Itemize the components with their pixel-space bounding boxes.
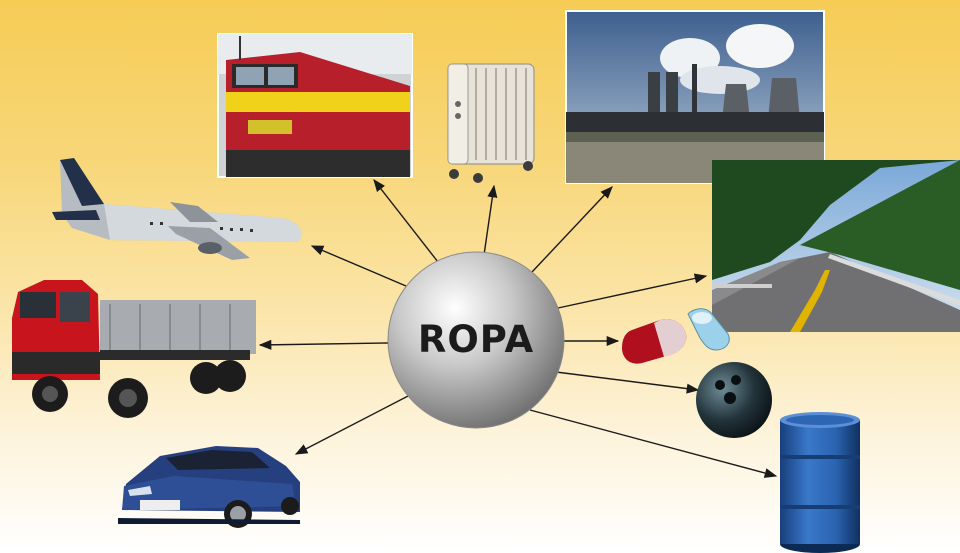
truck-icon xyxy=(12,280,256,418)
asphalt-road-photo xyxy=(712,160,960,332)
bowling-ball-icon xyxy=(696,362,772,438)
arrow-to-airplane xyxy=(310,245,407,287)
medicine-pills-icon xyxy=(622,308,730,364)
locomotive-icon xyxy=(217,33,413,178)
arrow-to-road xyxy=(557,273,708,309)
oil-radiator-icon xyxy=(447,63,535,183)
airplane-icon xyxy=(52,158,302,260)
arrow-to-train xyxy=(373,179,439,263)
power-plant-photo xyxy=(565,10,825,184)
car-icon xyxy=(118,446,300,528)
arrow-to-power-plant xyxy=(531,186,613,273)
arrow-to-car xyxy=(294,394,411,455)
arrow-to-truck xyxy=(258,339,389,350)
arrow-to-radiator xyxy=(483,184,498,256)
hub-sphere xyxy=(387,251,565,429)
arrow-to-barrel xyxy=(529,409,778,478)
arrow-to-bowling-ball xyxy=(555,371,700,394)
hub-label: ROPA xyxy=(417,318,535,361)
arrows xyxy=(258,179,778,478)
oil-barrel-icon xyxy=(780,412,860,553)
